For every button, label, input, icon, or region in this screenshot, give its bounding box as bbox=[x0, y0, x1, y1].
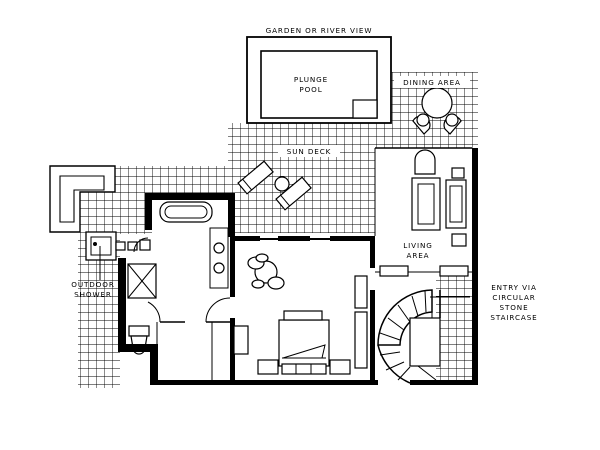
circular-staircase bbox=[377, 289, 441, 384]
plunge-pool-label-line1: PLUNGE bbox=[294, 75, 328, 84]
living-area-label-line1: LIVING bbox=[403, 241, 433, 250]
dining-area-label: DINING AREA bbox=[403, 78, 461, 87]
bathroom bbox=[127, 193, 235, 382]
living-area-label-line2: AREA bbox=[407, 251, 430, 260]
sun-deck-label: SUN DECK bbox=[287, 147, 332, 156]
plunge-pool-label-line2: POOL bbox=[299, 85, 322, 94]
leader-lines bbox=[99, 246, 470, 298]
entry-label-line2: CIRCULAR bbox=[492, 293, 535, 302]
plunge-pool bbox=[246, 36, 392, 124]
sun-loungers bbox=[237, 160, 312, 211]
exterior-walls bbox=[118, 147, 478, 385]
dining-table bbox=[412, 87, 462, 135]
labels: GARDEN OR RIVER VIEW PLUNGE POOL DINING … bbox=[71, 26, 537, 322]
garden-or-river-view-label: GARDEN OR RIVER VIEW bbox=[266, 26, 373, 35]
bedroom bbox=[233, 253, 368, 375]
entry-label-line3: STONE bbox=[499, 303, 528, 312]
living-area bbox=[379, 149, 469, 277]
entry-label-line1: ENTRY VIA bbox=[491, 283, 537, 292]
entry-label-line4: STAIRCASE bbox=[490, 313, 537, 322]
outdoor-shower-structure bbox=[49, 165, 151, 261]
outdoor-shower-label-line1: OUTDOOR bbox=[71, 280, 114, 289]
outdoor-shower-label-line2: SHOWER bbox=[74, 290, 112, 299]
